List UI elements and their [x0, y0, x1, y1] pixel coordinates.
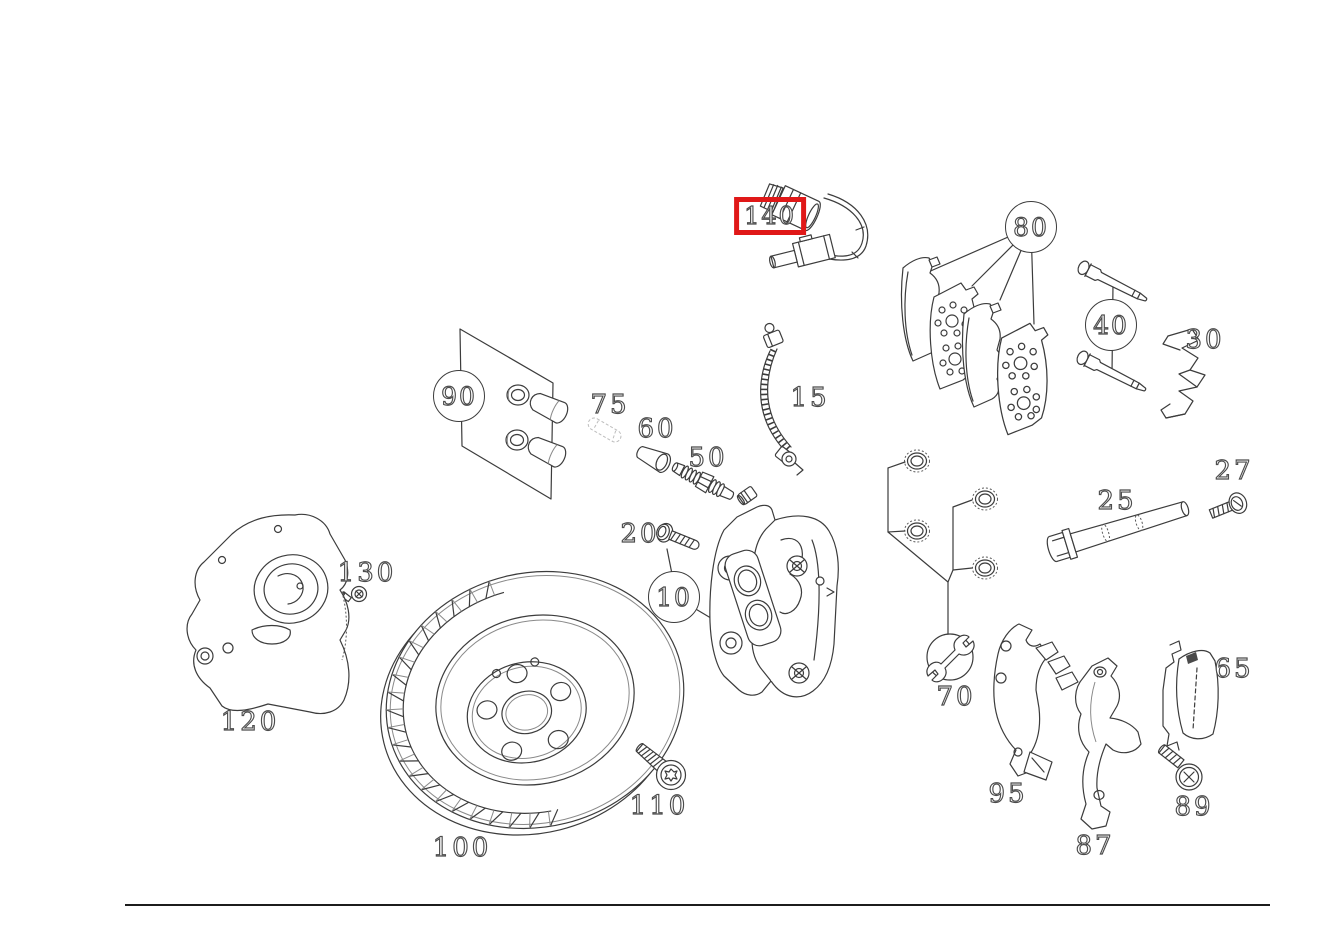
part-65-damper-plate — [1162, 640, 1219, 751]
part-60-cap — [636, 445, 671, 473]
part-15-brake-hose — [760, 322, 804, 476]
callout-60[interactable]: 60 — [637, 414, 677, 444]
part-95-carrier — [993, 623, 1079, 781]
part-70-seal-kit — [887, 449, 999, 683]
callout-70[interactable]: 70 — [936, 682, 976, 712]
callout-120[interactable]: 120 — [220, 707, 280, 737]
callout-75[interactable]: 75 — [590, 390, 630, 420]
callout-95[interactable]: 95 — [988, 779, 1028, 809]
part-50-bleeder-valve — [671, 462, 735, 500]
part-87-cover — [1075, 657, 1142, 830]
part-10-brake-caliper — [709, 486, 839, 698]
part-110-disc-screw — [635, 743, 687, 791]
callout-89[interactable]: 89 — [1174, 792, 1214, 822]
part-120-splash-shield — [186, 513, 350, 715]
callout-15[interactable]: 15 — [790, 383, 830, 413]
part-40-guide-pins — [1076, 260, 1148, 392]
callout-27[interactable]: 27 — [1214, 456, 1254, 486]
callout-30[interactable]: 30 — [1185, 325, 1225, 355]
part-100-brake-disc — [380, 570, 685, 836]
part-25-guide-bolt — [1046, 501, 1190, 563]
callout-25[interactable]: 25 — [1097, 486, 1137, 516]
callout-130[interactable]: 130 — [337, 558, 397, 588]
callout-50[interactable]: 50 — [688, 443, 728, 473]
callout-100[interactable]: 100 — [432, 833, 492, 863]
callout-10[interactable]: 10 — [648, 571, 700, 623]
part-30-retaining-spring — [1160, 328, 1206, 419]
part-75-grease — [587, 417, 622, 443]
wrench-icon — [926, 634, 975, 683]
callout-87[interactable]: 87 — [1075, 831, 1115, 861]
part-140-wear-sensor — [759, 183, 869, 269]
callout-80[interactable]: 80 — [1005, 201, 1057, 253]
callout-65[interactable]: 65 — [1214, 654, 1254, 684]
part-20-caliper-bolt — [656, 522, 700, 550]
callout-40[interactable]: 40 — [1085, 299, 1137, 351]
part-89-screw — [1157, 744, 1203, 791]
callout-140[interactable]: 140 — [734, 197, 806, 235]
callout-20[interactable]: 20 — [620, 519, 660, 549]
footer-divider-line — [125, 904, 1270, 906]
callout-90[interactable]: 90 — [433, 370, 485, 422]
part-130-screw — [340, 585, 368, 603]
callout-110[interactable]: 110 — [629, 791, 689, 821]
part-27-screw — [1208, 492, 1248, 519]
